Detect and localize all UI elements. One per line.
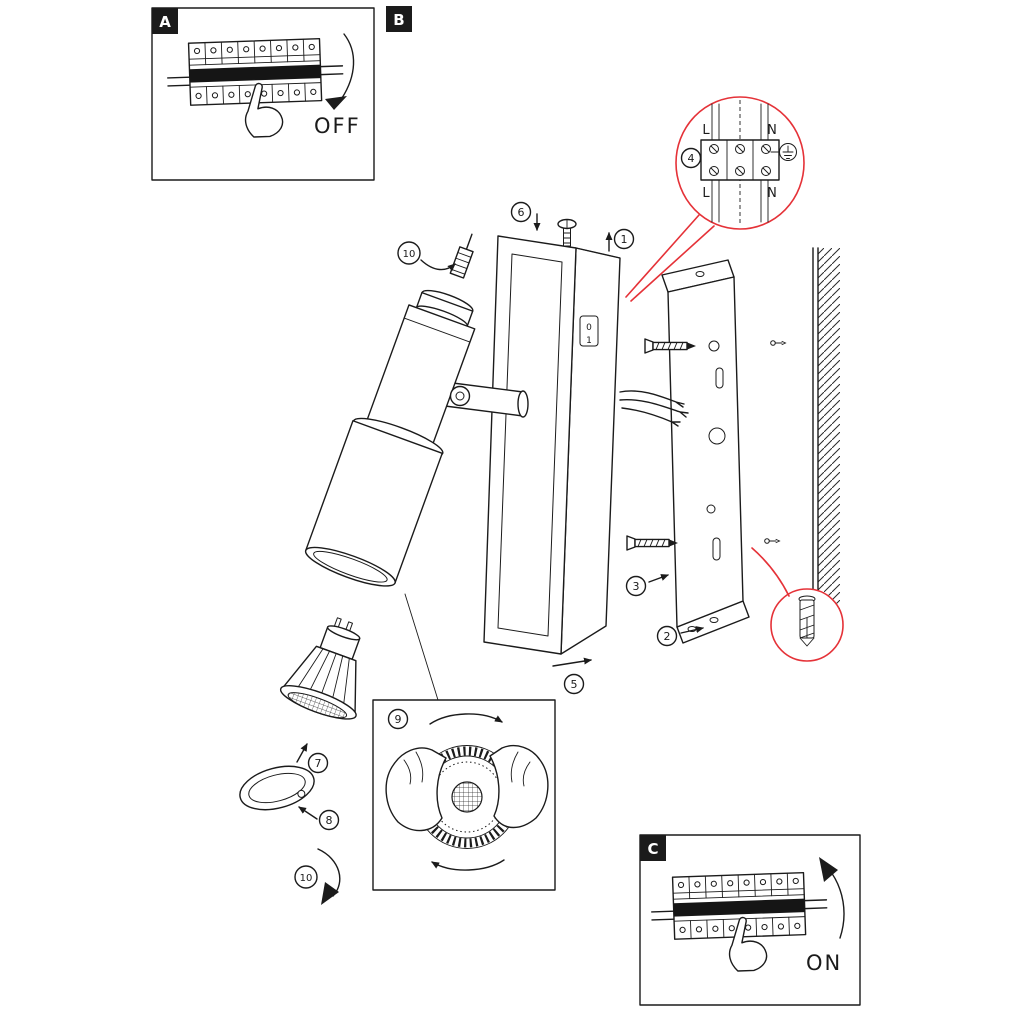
panel-b: B xyxy=(386,6,412,32)
step-number: 2 xyxy=(664,630,671,643)
bracket-screw-hole-bottom xyxy=(706,504,716,514)
bracket-screw-hole-top xyxy=(708,340,720,352)
terminal-detail: L N L N 4 xyxy=(625,96,805,302)
wall-hatching xyxy=(818,248,840,640)
pin-top xyxy=(770,340,786,346)
right-hand xyxy=(489,744,549,829)
step-3-arrow xyxy=(648,574,669,583)
terminal-screws xyxy=(709,144,771,176)
rotate-arrow-top xyxy=(429,713,503,725)
left-hand xyxy=(385,747,447,832)
terminal-pointer-lines xyxy=(625,214,715,302)
step-10-top: 10 xyxy=(397,241,456,272)
step-number: 10 xyxy=(300,873,313,884)
step-2-arrow xyxy=(680,626,704,634)
step-10-bottom: 10 xyxy=(294,848,341,905)
panel-c: C ON xyxy=(639,834,861,1006)
power-cable xyxy=(449,233,474,279)
panel-a-caption: OFF xyxy=(314,114,361,138)
ring-clip xyxy=(297,789,306,798)
bracket-bottom-flange-hole-2 xyxy=(709,617,719,623)
fixture-backplate: 0 1 xyxy=(483,218,621,655)
mains-wires xyxy=(619,390,689,427)
step-3: 3 xyxy=(625,574,669,597)
pivot-arm xyxy=(444,381,529,418)
rotate-arrow-bottom xyxy=(431,859,505,871)
bracket-top-flange-hole xyxy=(695,271,705,277)
switch-label-0: 0 xyxy=(586,323,592,333)
switch-label-1: 1 xyxy=(586,336,592,346)
step-2: 2 xyxy=(656,625,704,647)
bracket-cable-hole xyxy=(708,427,726,445)
bracket-slot-bottom xyxy=(712,537,721,561)
wall-plug-detail xyxy=(751,547,844,662)
step-number: 4 xyxy=(688,152,695,165)
panel-a-arrow xyxy=(341,33,355,99)
step-8-arrow xyxy=(298,806,318,820)
mounting-bracket xyxy=(661,259,750,644)
adjustment-knob xyxy=(449,385,471,407)
lamp-ring-hub xyxy=(451,781,483,813)
step-6: 6 xyxy=(510,201,541,231)
step-number: 9 xyxy=(395,713,402,726)
bracket-face xyxy=(667,276,744,628)
step-number: 5 xyxy=(571,678,578,691)
spotlight-head xyxy=(304,233,476,587)
step-4: 4 xyxy=(680,147,702,169)
label-L-bottom: L xyxy=(702,186,710,201)
step-9: 9 xyxy=(387,708,409,730)
bulb-lens xyxy=(287,692,348,719)
wall-section xyxy=(812,247,840,641)
panel-c-label-box xyxy=(640,835,666,861)
step-1: 1 xyxy=(605,228,635,252)
diffuser-ring xyxy=(239,765,315,811)
step-8: 8 xyxy=(298,806,340,831)
panel-a: A OFF xyxy=(151,7,375,181)
panel-a-label-box xyxy=(152,8,178,34)
backplate-top-edge xyxy=(575,247,621,259)
step-number: 3 xyxy=(633,580,640,593)
panel-a-label: A xyxy=(159,13,171,31)
step-number: 10 xyxy=(403,249,416,260)
panel-b-label: B xyxy=(393,11,404,29)
backplate-inner-panel xyxy=(497,253,563,637)
bracket-slot-top xyxy=(715,367,724,389)
detail-pointer-line xyxy=(404,593,439,701)
power-rocker-switch: 0 1 xyxy=(579,315,599,347)
step-number: 7 xyxy=(315,757,322,770)
step-number: 1 xyxy=(621,233,628,246)
label-N-bottom: N xyxy=(767,186,777,201)
pin-bottom xyxy=(764,538,780,544)
top-fixing-screw xyxy=(557,218,577,247)
step-5: 5 xyxy=(552,657,592,695)
step-5-arrow xyxy=(552,657,592,667)
label-N-top: N xyxy=(767,123,777,138)
screw-bottom xyxy=(626,535,679,551)
step-number: 6 xyxy=(518,206,525,219)
step-number: 8 xyxy=(326,814,333,827)
detail-box-rotation: 9 xyxy=(372,699,556,891)
step-7: 7 xyxy=(296,743,329,774)
label-L-top: L xyxy=(702,123,710,138)
earth-symbol xyxy=(770,143,797,161)
plug-pointer-line xyxy=(751,547,790,597)
panel-c-caption: ON xyxy=(806,951,842,975)
gu10-bulb xyxy=(279,617,361,720)
wall-surface-lines xyxy=(812,247,819,641)
step-10-arrow xyxy=(420,259,456,272)
step-7-arrow xyxy=(296,743,308,763)
panel-b-label-box xyxy=(386,6,412,32)
panel-c-label: C xyxy=(647,840,658,858)
